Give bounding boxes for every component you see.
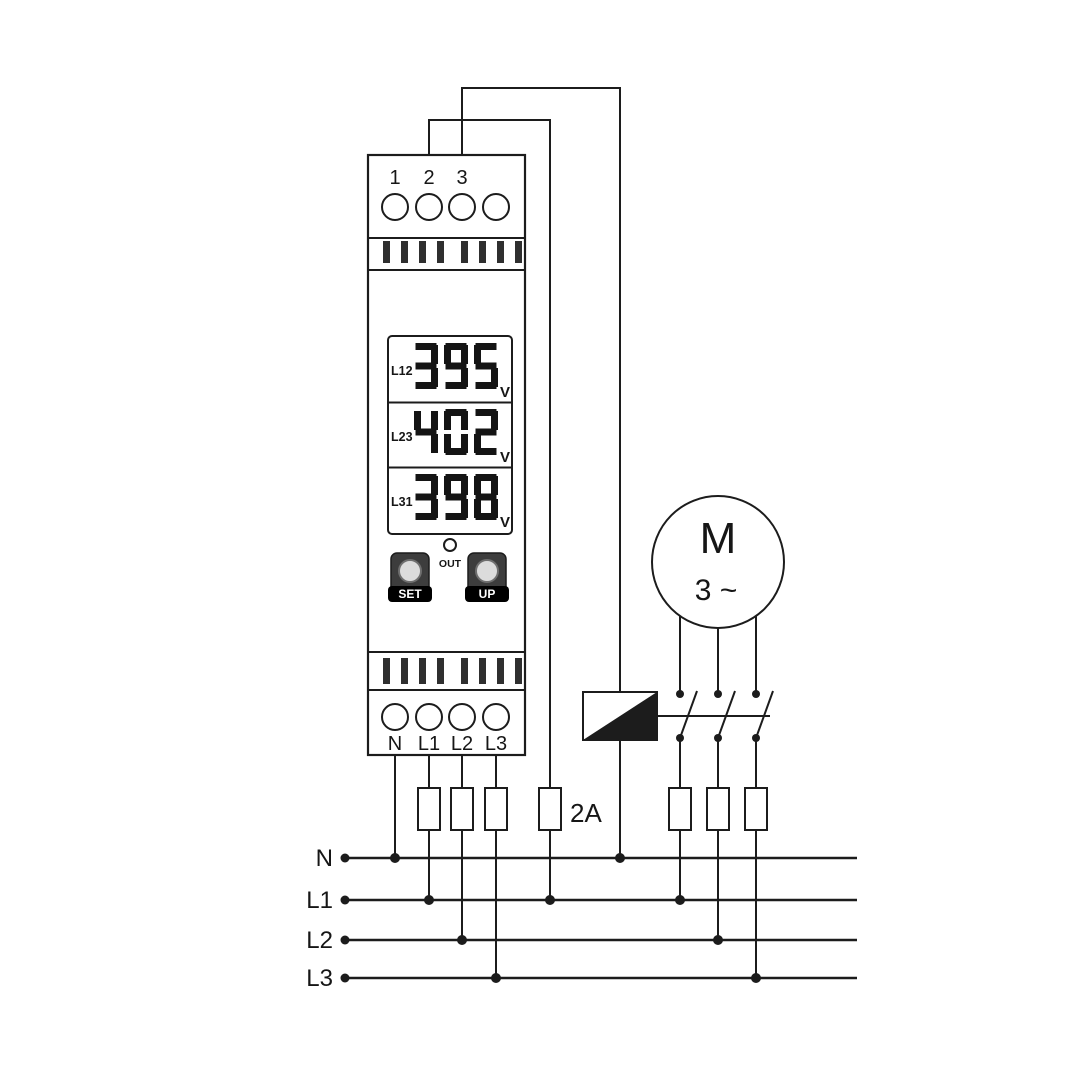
terminal-top-3 (448, 193, 476, 221)
bus-l2-label: L2 (306, 927, 333, 954)
fuse-device-l1 (417, 787, 441, 831)
wires (394, 87, 757, 978)
set-button-label: SET (398, 587, 422, 601)
contact-point (752, 690, 760, 698)
contact-blade-3 (755, 690, 774, 739)
fuse-control-2a (538, 787, 562, 831)
contact-point (714, 690, 722, 698)
wire-terminal2-to-l1 (428, 119, 551, 900)
front-controls: OUT SET UP (388, 538, 509, 602)
voltage-monitor-device: 1 2 3 L12 L23 L31 V V V OUT (366, 153, 527, 757)
vent-slots-bottom (383, 658, 522, 684)
bus-n-label: N (316, 845, 333, 872)
vent-slots-top (383, 241, 522, 263)
lcd-display: L12 L23 L31 V V V (387, 335, 513, 535)
set-button-badge (388, 586, 432, 602)
contact-blade-2 (717, 690, 736, 739)
terminal-bottom-label-l3: L3 (485, 733, 507, 755)
contact-point (714, 734, 722, 742)
junction-dot (390, 853, 400, 863)
motor-circle (651, 495, 785, 629)
bottom-terminal-block: N L1 L2 L3 (381, 703, 510, 755)
bus-l2-endpoint (340, 935, 350, 945)
fuse-motor-1 (668, 787, 692, 831)
top-terminal-block: 1 2 3 (381, 167, 510, 221)
lcd-row3-label: L31 (391, 495, 413, 509)
out-led-label: OUT (439, 558, 462, 570)
terminal-top-2 (415, 193, 443, 221)
fuse-device-l3 (484, 787, 508, 831)
lcd-row1-label: L12 (391, 364, 413, 378)
fuses: 2A (417, 787, 768, 831)
terminal-top-4 (482, 193, 510, 221)
up-button-cap (475, 559, 499, 583)
junction-dot (424, 895, 434, 905)
lcd-row2-unit: V (500, 449, 510, 466)
up-button-label: UP (479, 587, 496, 601)
contact-point (676, 734, 684, 742)
fuse-motor-3 (744, 787, 768, 831)
contactor (582, 690, 774, 742)
terminal-top-label-1: 1 (389, 167, 400, 189)
junction-dots (390, 853, 761, 983)
bus-l3-endpoint (340, 973, 350, 983)
motor-phase-label: 3 ~ (695, 574, 738, 607)
up-button-badge (465, 586, 509, 602)
junction-dot (713, 935, 723, 945)
contact-blade-1 (679, 690, 698, 739)
junction-dot (751, 973, 761, 983)
junction-dot (491, 973, 501, 983)
fuse-device-l2 (450, 787, 474, 831)
terminal-bottom-n (381, 703, 409, 731)
junction-dot (545, 895, 555, 905)
out-led (443, 538, 457, 552)
contact-point (752, 734, 760, 742)
contactor-contacts (676, 690, 774, 742)
terminal-top-1 (381, 193, 409, 221)
junction-dot (675, 895, 685, 905)
junction-dot (615, 853, 625, 863)
wire-terminal3-to-coil-n (461, 87, 621, 858)
terminal-top-label-3: 3 (456, 167, 467, 189)
contactor-coil-fill (583, 692, 657, 740)
lcd-row2-label: L23 (391, 430, 413, 444)
contact-point (676, 690, 684, 698)
lcd-seven-segment-digits (414, 343, 498, 520)
terminal-bottom-l1 (415, 703, 443, 731)
bus-l3-label: L3 (306, 965, 333, 992)
bus-lines: N L1 L2 L3 (306, 845, 857, 992)
lcd-row1-unit: V (500, 384, 510, 401)
bus-l1-endpoint (340, 895, 350, 905)
fuse-2a-label: 2A (570, 798, 602, 828)
lcd-row3-unit: V (500, 514, 510, 531)
terminal-bottom-l3 (482, 703, 510, 731)
junction-dot (457, 935, 467, 945)
fuse-motor-2 (706, 787, 730, 831)
motor-label: M (700, 514, 737, 563)
motor-symbol: M 3 ~ (651, 495, 785, 629)
bus-l1-label: L1 (306, 887, 333, 914)
terminal-top-label-2: 2 (423, 167, 434, 189)
terminal-bottom-l2 (448, 703, 476, 731)
terminal-bottom-label-n: N (388, 733, 402, 755)
bus-n-endpoint (340, 853, 350, 863)
terminal-bottom-label-l1: L1 (418, 733, 440, 755)
set-button-cap (398, 559, 422, 583)
terminal-bottom-label-l2: L2 (451, 733, 473, 755)
